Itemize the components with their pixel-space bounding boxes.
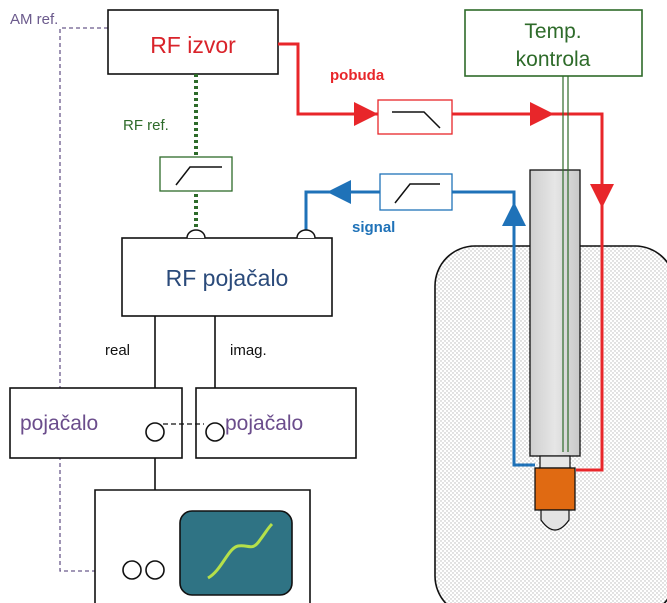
- signal-label: signal: [352, 219, 395, 236]
- rf-source-label: RF izvor: [150, 32, 236, 58]
- rf-amplifier-label: RF pojačalo: [166, 265, 289, 291]
- connector-icon: [145, 560, 165, 580]
- amplifier-left-label: pojačalo: [20, 412, 98, 435]
- rf-amplifier-box: [121, 237, 333, 317]
- rf-source-box: [107, 9, 279, 75]
- temp-control-label-line2: kontrola: [516, 48, 591, 71]
- connector-icon: [122, 560, 142, 580]
- rf-ref-label: RF ref.: [123, 117, 169, 134]
- connector-icon: [296, 229, 316, 239]
- oscilloscope-screen: [179, 510, 293, 596]
- connector-icon: [205, 422, 225, 442]
- highpass-filter-icon: [379, 173, 453, 211]
- trace-icon: [207, 522, 274, 580]
- temp-control-box: [464, 9, 643, 77]
- sample-tip: [540, 509, 570, 531]
- am-ref-label: AM ref.: [10, 11, 58, 28]
- amplifier-right-box: [195, 387, 357, 459]
- am-ref-line: [59, 27, 122, 572]
- lowpass-filter-icon: [377, 99, 453, 135]
- signal-line: [304, 190, 535, 467]
- probe-neck: [539, 455, 571, 469]
- amplifier-right-label: pojačalo: [225, 412, 303, 435]
- excitation-label: pobuda: [330, 67, 385, 84]
- imag-label: imag.: [230, 342, 267, 359]
- real-label: real: [105, 342, 130, 359]
- connector-icon: [186, 229, 206, 239]
- highpass-filter-icon: [159, 156, 233, 192]
- connector-icon: [145, 422, 165, 442]
- sample-holder: [534, 467, 576, 511]
- temp-control-label-line1: Temp.: [524, 20, 581, 43]
- probe-tube: [529, 169, 581, 457]
